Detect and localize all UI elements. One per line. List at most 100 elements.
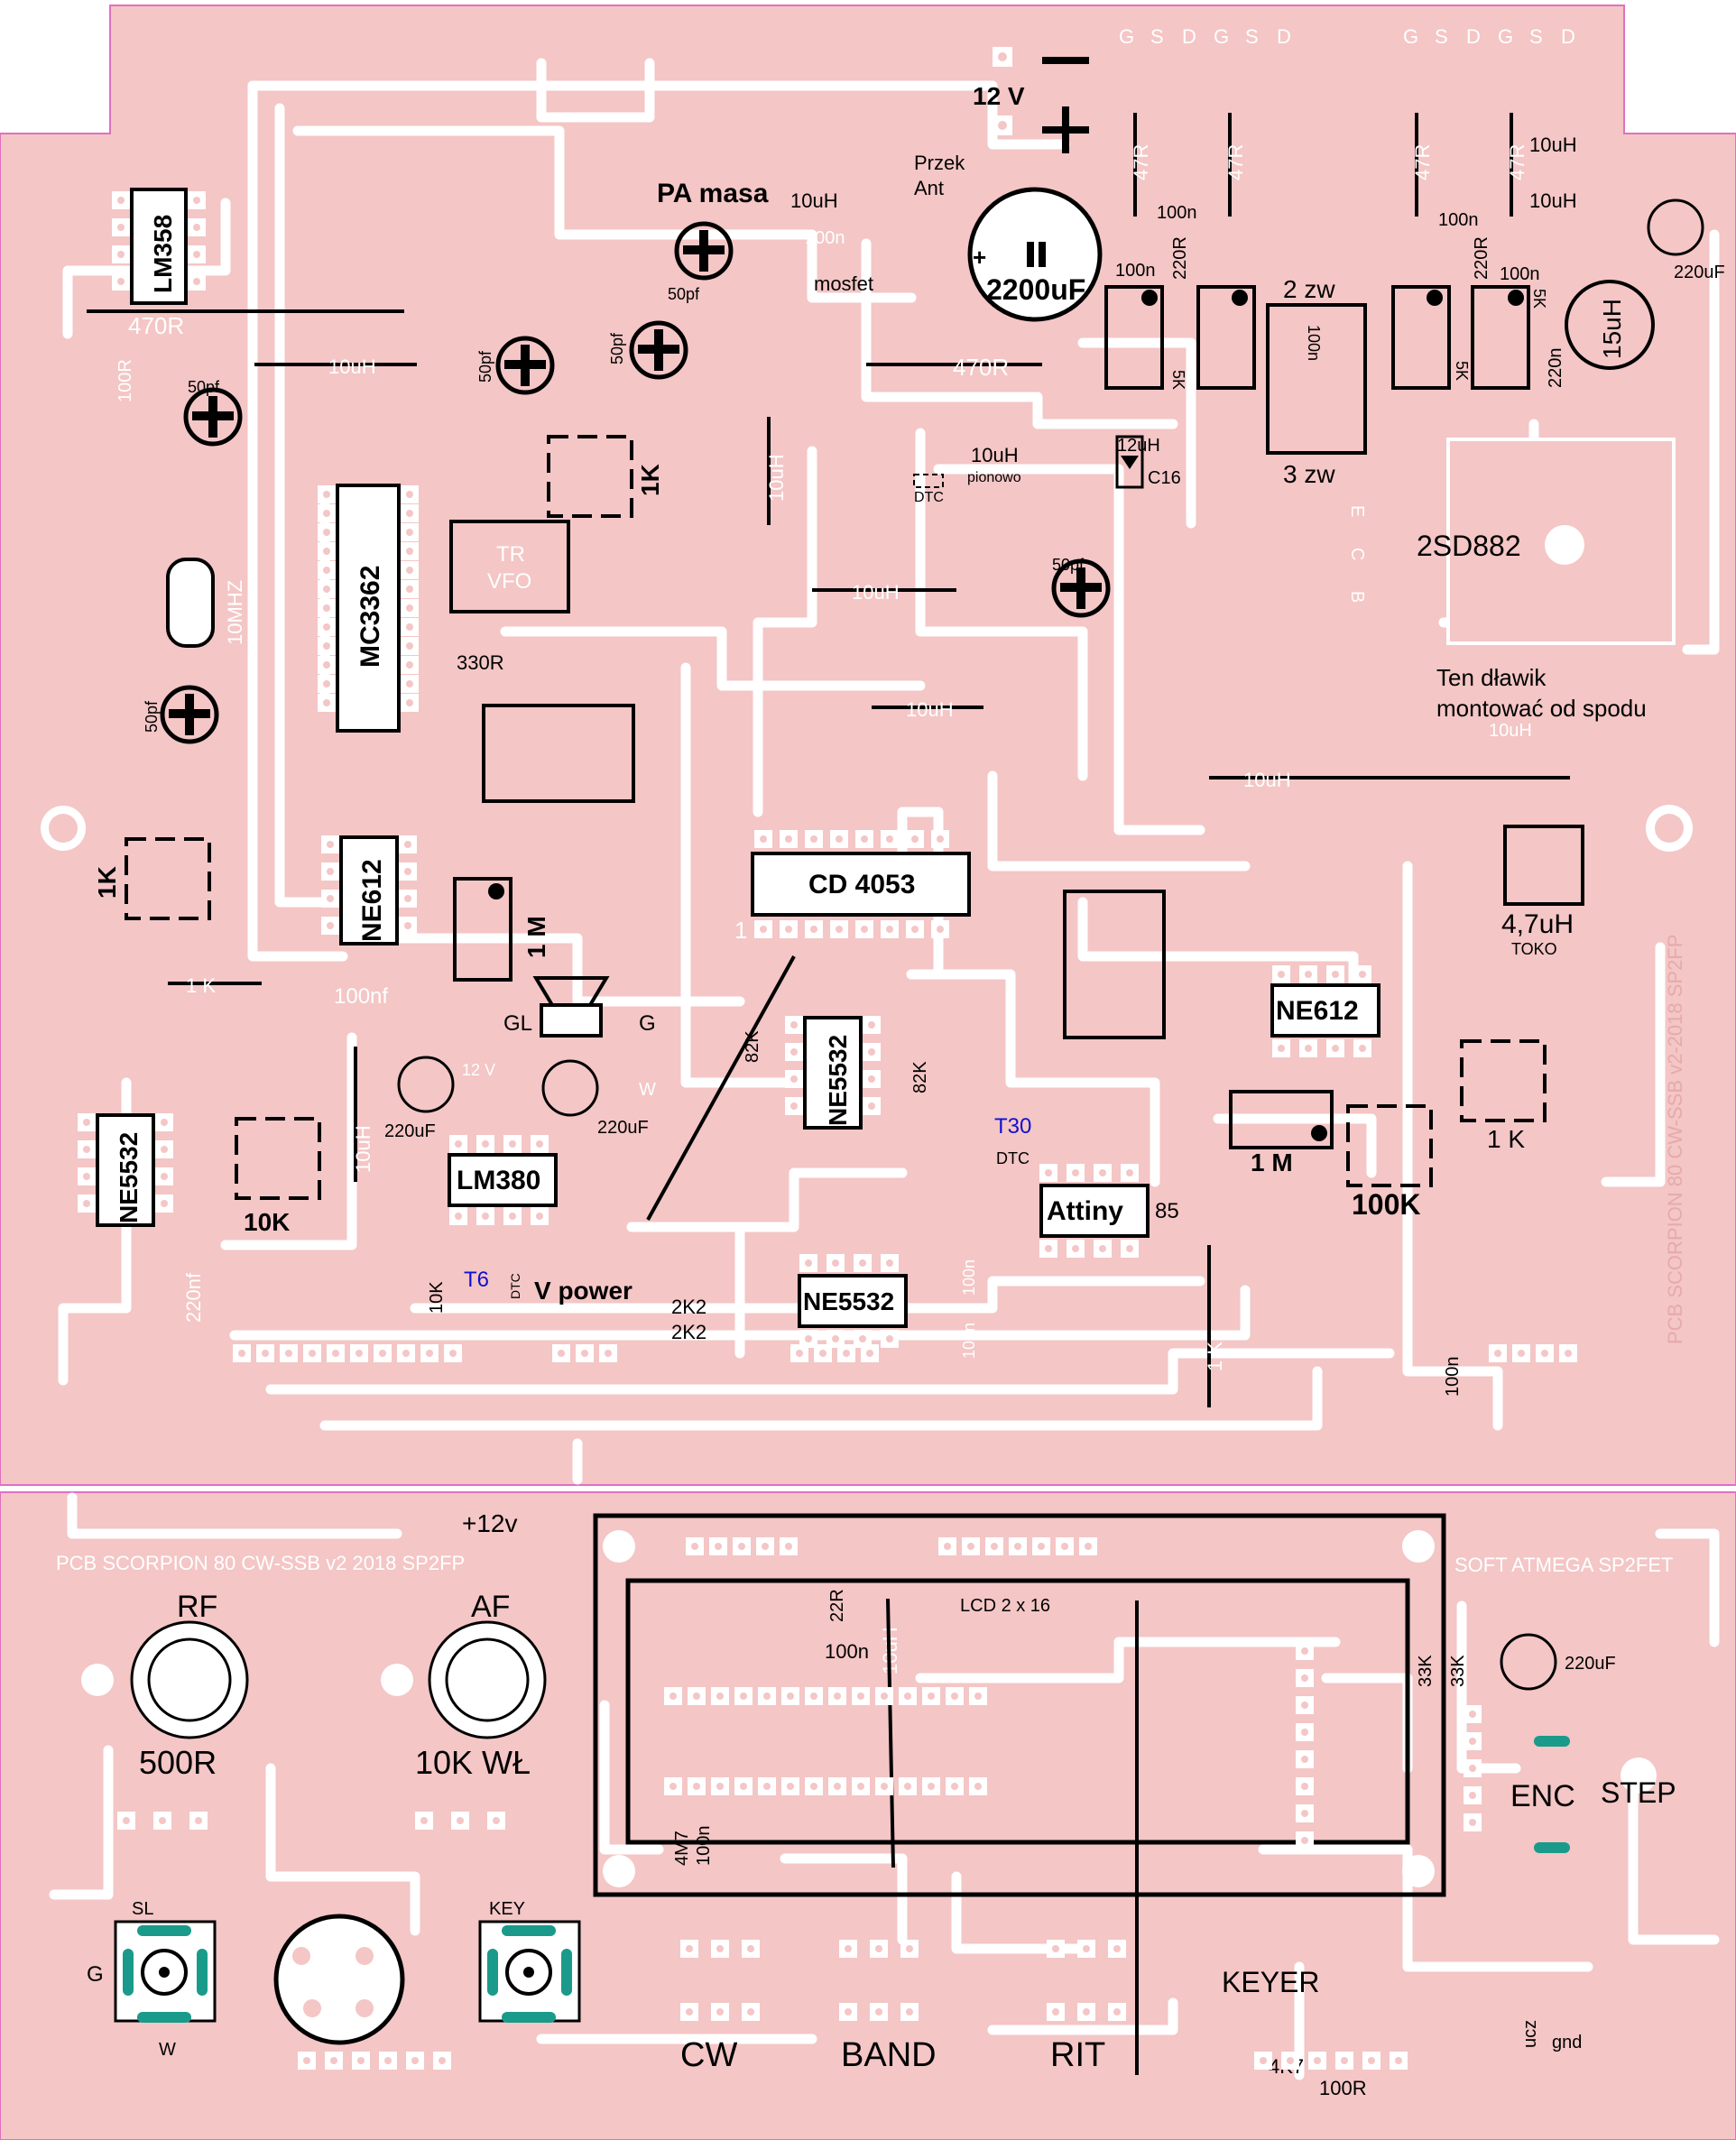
pad-hole (1045, 1169, 1052, 1176)
pad-hole (123, 1817, 130, 1824)
pad-hole (805, 1335, 812, 1342)
round-connector (273, 1914, 405, 2045)
svg-text:1K: 1K (636, 464, 664, 496)
rit-button-label[interactable]: RIT (1050, 2036, 1105, 2074)
af-label: AF (471, 1590, 510, 1624)
pad-hole (1469, 1738, 1476, 1745)
ic-cd4053: CD 4053 1 (734, 852, 971, 944)
pad-hole (357, 2057, 365, 2064)
pad-hole (693, 1693, 700, 1700)
pad-hole (1301, 1729, 1308, 1736)
pad-hole (1565, 1350, 1572, 1357)
svg-text:10uH: 10uH (852, 581, 900, 604)
pad-hole (161, 1173, 168, 1180)
r470-label: 470R (953, 354, 1009, 381)
pad-hole (790, 1075, 798, 1083)
svg-text:1 M: 1 M (522, 916, 550, 958)
key-label: KEY (489, 1899, 525, 1919)
pad-hole (323, 567, 330, 574)
key-jack[interactable]: KEY (478, 1899, 581, 2023)
pad-hole (323, 661, 330, 669)
svg-text:82K: 82K (910, 1061, 930, 1093)
ic-ne5532-center: NE5532 82K 82K (743, 1016, 930, 1130)
pad-hole (1113, 2008, 1121, 2015)
ucz-label: ucz (1520, 2020, 1540, 2048)
oscillator-box (1063, 890, 1166, 1039)
c100n-label: 100n (1438, 210, 1479, 230)
pad-hole (845, 1945, 852, 1952)
pad-hole (536, 1140, 543, 1148)
pad-hole (1301, 1647, 1308, 1655)
pad-hole (406, 548, 413, 555)
r220-label: 220R (1170, 236, 1190, 280)
ant-label: Ant (914, 177, 944, 199)
k10-label: 10K (427, 1281, 447, 1314)
svg-text:CD 4053: CD 4053 (808, 870, 915, 899)
speaker-connector: GL G (503, 976, 656, 1038)
svg-text:NE5532: NE5532 (803, 1287, 894, 1315)
r47-label: 47R (1130, 144, 1152, 180)
trimmer-10k: 10K (235, 1117, 321, 1236)
gnd-label: gnd (1552, 2033, 1582, 2052)
af-potentiometer[interactable]: AF 10K WŁ (381, 1590, 547, 1781)
pad-hole (406, 567, 413, 574)
rf-potentiometer[interactable]: RF 500R (81, 1590, 249, 1781)
pad-hole (1301, 1702, 1308, 1709)
c100n-label: 100n (1157, 203, 1197, 223)
inductor-lines: 10uH 10uH 10uH 10uH 10uH 10uH 10uH (254, 355, 1570, 1182)
solder-pads (78, 191, 1577, 2070)
k5-label: 5K (1453, 361, 1471, 381)
pad-hole (558, 1350, 565, 1357)
plus-symbol-v (1062, 106, 1069, 153)
svg-text:50pf: 50pf (143, 700, 161, 733)
sl-jack[interactable]: SL G W (87, 1899, 217, 2060)
svg-text:TR: TR (496, 542, 525, 567)
svg-text:LM380: LM380 (457, 1166, 540, 1195)
band-button-label[interactable]: BAND (841, 2036, 937, 2074)
capacitor-2200uf: 2200uF + (967, 187, 1103, 322)
pad-hole (1469, 1765, 1476, 1772)
note-line-2: montować od spodu (1436, 695, 1647, 722)
pad-hole (193, 251, 200, 258)
c16-label: C16 (1148, 468, 1181, 488)
gsd-label: D (1182, 25, 1196, 48)
svg-text:10uH: 10uH (906, 698, 954, 721)
pad-hole (482, 1213, 489, 1220)
pionowo-label: pionowo (967, 470, 1021, 485)
gsd-label: D (1466, 25, 1481, 48)
pad-hole (906, 2008, 913, 2015)
svg-text:50pf: 50pf (476, 350, 494, 383)
encoder[interactable]: ENC STEP (1510, 1736, 1676, 1853)
pad-hole (1260, 2057, 1267, 2064)
gsd-header-left: G S D G S D (1119, 25, 1291, 48)
pad-hole (760, 926, 767, 933)
r2k2-label: 2K2 (671, 1321, 706, 1343)
gsd-label: G (1498, 25, 1513, 48)
pad-hole (1045, 1245, 1052, 1252)
pad-hole (406, 623, 413, 631)
output-filter-resistors: 47R 47R 47R 47R 100n 100n 100n 100n 220R… (1115, 113, 1577, 284)
svg-text:1 K: 1 K (1204, 1342, 1226, 1371)
pad-hole (1494, 1350, 1501, 1357)
diode-c16 (1115, 435, 1144, 489)
pad-hole (904, 1783, 911, 1790)
pad-hole (406, 642, 413, 650)
cw-button-label[interactable]: CW (680, 2036, 737, 2074)
pad-hole (193, 224, 200, 231)
pad-hole (1359, 971, 1366, 978)
k33-label: 33K (1448, 1655, 1468, 1687)
pad-hole (1314, 2057, 1321, 2064)
pad-hole (330, 2057, 337, 2064)
pad-hole (117, 224, 125, 231)
svg-text:50pf: 50pf (668, 285, 700, 303)
pad-hole (790, 1021, 798, 1028)
plus12-label: +12v (462, 1509, 518, 1537)
gsd-label: S (1150, 25, 1164, 48)
svg-text:10MHZ: 10MHZ (224, 580, 246, 645)
pad-hole (509, 1213, 516, 1220)
pad-hole (868, 1048, 875, 1056)
k5-label: 5K (1530, 289, 1548, 309)
pad-hole (406, 586, 413, 593)
pad-hole (1278, 971, 1285, 978)
